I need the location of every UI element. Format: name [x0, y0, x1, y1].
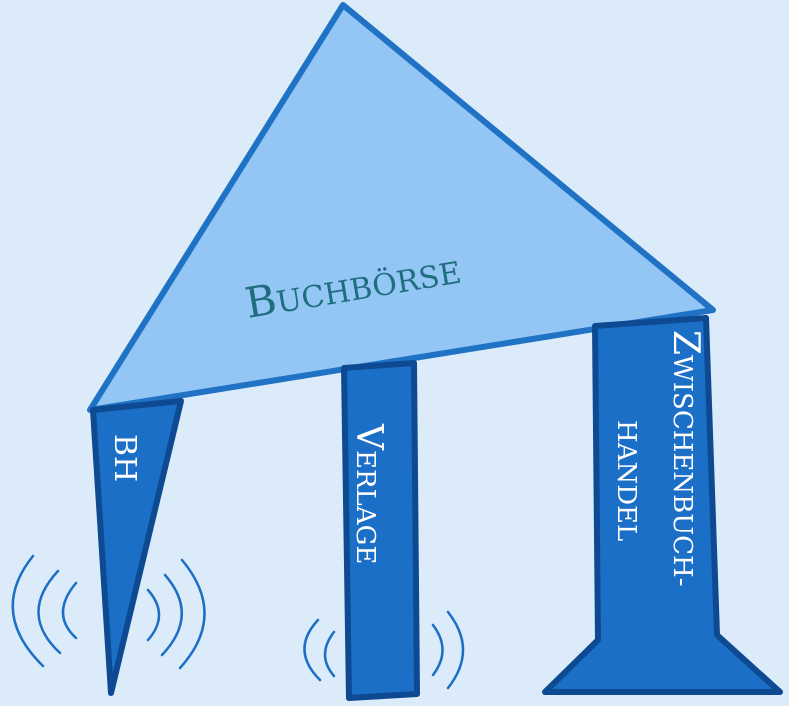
pillar-bh-label: BH	[107, 434, 142, 482]
roof-triangle	[87, 2, 716, 413]
pillar-verlage-label-rest: ERLAGE	[350, 450, 380, 564]
vibration-left-of-bh	[11, 554, 78, 668]
pillar-verlage-label: VERLAGE	[348, 423, 389, 564]
pillar-zwischenbuchhandel	[542, 315, 783, 695]
pillar-bh	[90, 398, 184, 696]
vibration-left-of-verlage	[303, 618, 336, 682]
vibration-right-of-bh	[146, 558, 206, 670]
pillar-bh-label-main: BH	[107, 434, 142, 482]
pillar-zwischenbuchhandel-label-initial: Z	[665, 330, 706, 355]
pillar-zwischenbuchhandel-label-line1: ZWISCHENBUCH-	[665, 330, 706, 587]
pillar-verlage-label-initial: V	[348, 423, 389, 451]
pillar-verlage	[341, 360, 420, 701]
pillar-zwischenbuchhandel-label-rest: WISCHENBUCH-	[667, 355, 697, 586]
vibration-right-of-verlage	[431, 610, 465, 690]
pillar-zwischenbuchhandel-label-line2: HANDEL	[611, 420, 641, 541]
